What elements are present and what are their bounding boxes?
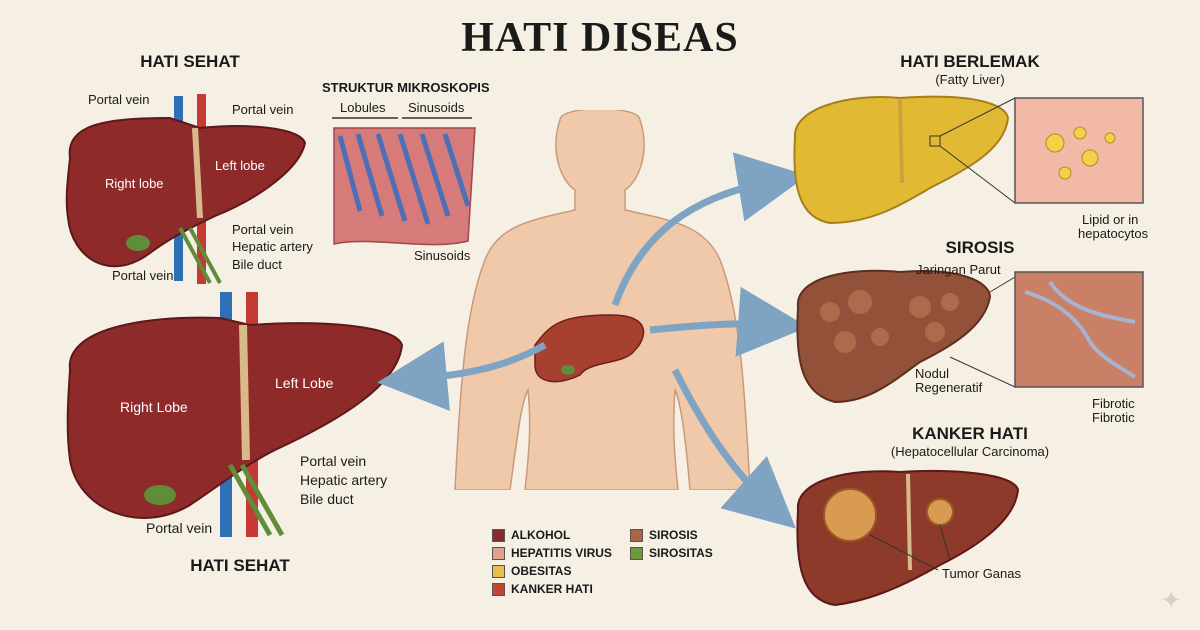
lipid-label-line1: Lipid or in bbox=[1082, 212, 1139, 227]
fibrotic-bands bbox=[1024, 280, 1137, 379]
fibrotic-label-line1: Fibrotic bbox=[1092, 396, 1135, 411]
fibrotic-label-line2: Fibrotic bbox=[1092, 410, 1135, 425]
legend-column-right: SIROSIS SIROSITAS bbox=[630, 526, 713, 562]
bile-duct-vessel bbox=[178, 227, 222, 284]
cancer-liver-illustration bbox=[796, 469, 1020, 607]
fatty-subheading: (Fatty Liver) bbox=[935, 72, 1005, 87]
nodule-label-line2: Regeneratif bbox=[915, 380, 983, 395]
liver-shape bbox=[65, 116, 307, 268]
human-torso-illustration bbox=[454, 110, 751, 490]
zoom-box bbox=[929, 135, 941, 147]
falciform-ligament bbox=[239, 324, 250, 461]
scar-label: Jaringan Parut bbox=[916, 262, 1001, 277]
gallbladder bbox=[144, 485, 176, 505]
legend-swatch bbox=[492, 564, 505, 578]
legend-column-left: ALKOHOL HEPATITIS VIRUS OBESITAS KANKER … bbox=[492, 526, 612, 598]
legend-swatch bbox=[492, 528, 505, 542]
tumor-label: Tumor Ganas bbox=[942, 566, 1021, 581]
bile-duct-label: Bile duct bbox=[300, 491, 354, 507]
legend-item-sirositas: SIROSITAS bbox=[630, 544, 713, 562]
cancer-ligament bbox=[906, 473, 912, 571]
microscopic-heading: STRUKTUR MIKROSKOPIS bbox=[322, 80, 490, 95]
hepatic-artery-label: Hepatic artery bbox=[232, 239, 313, 254]
healthy-bottom-heading: HATI SEHAT bbox=[190, 556, 290, 575]
sinusoids-bottom-label: Sinusoids bbox=[414, 248, 471, 263]
portal-vein-label-right: Portal vein bbox=[232, 102, 294, 117]
cirrhosis-illustration bbox=[796, 269, 1144, 404]
tumor-pointer bbox=[869, 524, 951, 571]
liver-shape bbox=[66, 316, 404, 519]
tumor-large bbox=[823, 488, 877, 542]
bile-duct-vessel bbox=[227, 463, 285, 537]
cancer-subheading: (Hepatocellular Carcinoma) bbox=[890, 444, 1050, 459]
legend-item-alkohol: ALKOHOL bbox=[492, 526, 612, 544]
legend-item-kanker: KANKER HATI bbox=[492, 580, 612, 598]
legend-swatch bbox=[492, 546, 505, 560]
falciform-ligament bbox=[192, 127, 203, 219]
lipid-label-line2: hepatocytos bbox=[1078, 226, 1149, 241]
fatty-heading: HATI BERLEMAK bbox=[900, 52, 1040, 71]
portal-vein-label: Portal vein bbox=[300, 453, 367, 469]
bile-duct-label: Bile duct bbox=[232, 257, 282, 272]
healthy-top-heading: HATI SEHAT bbox=[140, 52, 240, 71]
arrow-to-cirrhosis bbox=[649, 286, 808, 357]
lipid-droplets bbox=[1045, 126, 1116, 180]
gallbladder bbox=[126, 235, 150, 251]
microscopic-illustration bbox=[332, 117, 476, 246]
body-gallbladder bbox=[561, 365, 575, 375]
legend-item-hepatitis: HEPATITIS VIRUS bbox=[492, 544, 612, 562]
legend-item-obesitas: OBESITAS bbox=[492, 562, 612, 580]
cirrhosis-heading: SIROSIS bbox=[945, 238, 1015, 257]
cirrhosis-nodules bbox=[820, 290, 959, 353]
sinusoid-channels bbox=[337, 133, 471, 225]
portal-vein-label-lower: Portal vein bbox=[232, 222, 294, 237]
nodule-label-line1: Nodul bbox=[915, 366, 949, 381]
zoom-lines bbox=[939, 97, 1016, 204]
healthy-liver-bottom-illustration: Right Lobe Left Lobe bbox=[66, 292, 404, 537]
portal-vein-label-bottom: Portal vein bbox=[146, 520, 213, 536]
tumor-small bbox=[926, 498, 954, 526]
legend-swatch bbox=[630, 546, 643, 560]
tissue-block bbox=[333, 127, 476, 246]
arrow-to-fatty bbox=[611, 152, 808, 307]
cancer-heading: KANKER HATI bbox=[912, 424, 1028, 443]
legend-item-sirosis: SIROSIS bbox=[630, 526, 713, 544]
fatty-ligament bbox=[898, 99, 904, 184]
sparkle-icon: ✦ bbox=[1160, 585, 1182, 615]
right-lobe-label: Right lobe bbox=[105, 176, 164, 191]
arrow-to-healthy bbox=[377, 341, 547, 412]
body-liver bbox=[534, 314, 645, 383]
sinusoids-top-label: Sinusoids bbox=[408, 100, 465, 115]
page-title: HATI DISEAS bbox=[461, 15, 739, 61]
left-lobe-label: Left Lobe bbox=[275, 375, 334, 391]
zoom-lines bbox=[949, 276, 1016, 388]
portal-vein-label-left: Portal vein bbox=[88, 92, 150, 107]
portal-vein-label-bottom: Portal vein bbox=[112, 268, 174, 283]
fatty-cell-zoom bbox=[1014, 97, 1144, 204]
fatty-liver-illustration bbox=[793, 95, 1144, 225]
arrow-to-cancer bbox=[671, 368, 796, 529]
hepatic-artery-label: Hepatic artery bbox=[300, 472, 388, 488]
lobules-label: Lobules bbox=[340, 100, 386, 115]
healthy-liver-top-illustration: Right lobe Left lobe bbox=[65, 94, 307, 284]
legend-swatch bbox=[630, 528, 643, 542]
left-lobe-label: Left lobe bbox=[215, 158, 265, 173]
body-shape bbox=[454, 110, 751, 490]
legend-swatch bbox=[492, 582, 505, 596]
right-lobe-label: Right Lobe bbox=[120, 399, 188, 415]
